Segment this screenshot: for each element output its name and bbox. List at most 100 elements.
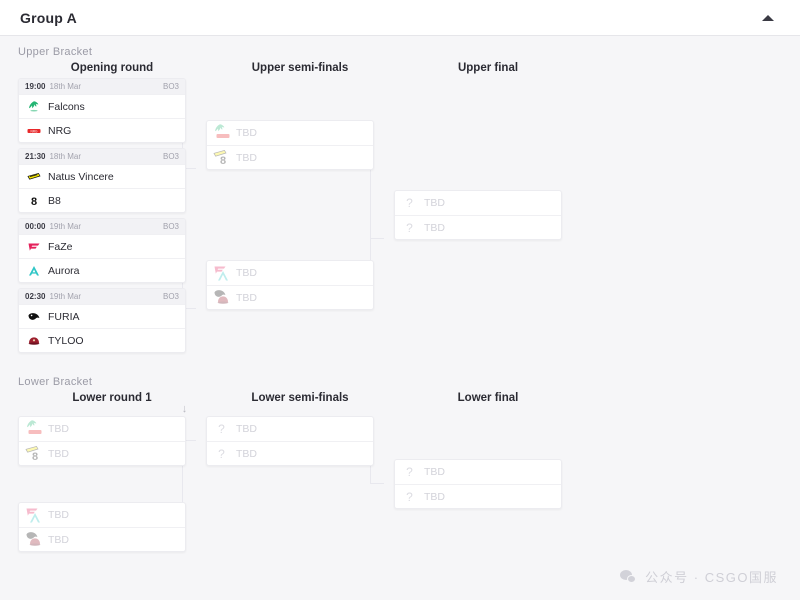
furia-logo — [26, 309, 41, 324]
team-row[interactable]: Falcons — [19, 94, 185, 118]
match-card[interactable]: TBD TBD — [18, 502, 186, 552]
match-card[interactable]: TBD 8 TBD — [18, 416, 186, 466]
question-mark-icon: ? — [406, 220, 413, 235]
lower-bracket-columns: ↓ ↓ ↓ ↓ ↓ — [0, 404, 800, 588]
match-card[interactable]: ? TBD ? TBD — [394, 190, 562, 240]
connector — [370, 238, 384, 239]
round-header-opening: Opening round — [70, 62, 154, 74]
match-card[interactable]: 02:30 19th Mar BO3 FURIA TYLOO — [18, 288, 186, 353]
team-row[interactable]: TBD — [207, 285, 373, 309]
match-time: 19:00 — [25, 82, 46, 91]
team-row[interactable]: ? TBD — [395, 460, 561, 484]
team-row[interactable]: Aurora — [19, 258, 185, 282]
drop-in-arrow-icon: ↓ — [0, 404, 1, 415]
svg-text:8: 8 — [30, 196, 36, 208]
match-meta: 00:00 19th Mar BO3 — [19, 219, 185, 234]
round-header-upper-final: Upper final — [457, 62, 519, 74]
team-row[interactable]: ? TBD — [395, 215, 561, 239]
connector — [182, 440, 183, 526]
column-lower-round1: TBD 8 TBD — [18, 408, 206, 588]
connector — [182, 308, 196, 309]
collapse-toggle-button[interactable] — [758, 8, 778, 28]
team-name: TBD — [236, 127, 257, 139]
team-name: TYLOO — [48, 334, 84, 347]
match-time: 02:30 — [25, 292, 46, 301]
team-name: TBD — [236, 447, 257, 460]
connector — [182, 440, 196, 441]
match-date: 19th Mar — [49, 222, 82, 231]
team-name: TBD — [424, 466, 445, 478]
team-name: TBD — [424, 197, 445, 209]
round-header-lower-semis: Lower semi-finals — [251, 392, 349, 404]
watermark: 公众号 · CSGO国服 — [620, 567, 778, 586]
falcons-logo — [26, 99, 41, 114]
furia-tyloo-placeholder — [214, 290, 229, 305]
aurora-logo — [26, 263, 41, 278]
team-row[interactable]: ? TBD — [207, 441, 373, 465]
match-format: BO3 — [162, 292, 179, 301]
team-row[interactable]: TBD — [207, 121, 373, 145]
team-row[interactable]: TYLOO — [19, 328, 185, 352]
team-row[interactable]: TBD — [19, 503, 185, 527]
question-mark-icon: ? — [218, 446, 225, 461]
column-opening-round: 19:00 18th Mar BO3 Falcons NRG NRG — [18, 78, 206, 366]
match-meta: 19:00 18th Mar BO3 — [19, 79, 185, 94]
nrg-logo: NRG — [26, 123, 41, 138]
faze-aurora-placeholder — [214, 266, 229, 281]
column-upper-semifinals: TBD 8 TBD — [206, 78, 394, 366]
tyloo-logo — [26, 333, 41, 348]
team-row[interactable]: 8 B8 — [19, 188, 185, 212]
svg-text:8: 8 — [220, 155, 226, 167]
group-header: Group A — [0, 0, 800, 36]
match-format: BO3 — [162, 82, 179, 91]
match-card[interactable]: 19:00 18th Mar BO3 Falcons NRG NRG — [18, 78, 186, 143]
team-name: TBD — [48, 509, 69, 521]
team-row[interactable]: ? TBD — [207, 417, 373, 441]
team-row[interactable]: ? TBD — [395, 484, 561, 508]
team-row[interactable]: TBD — [19, 527, 185, 551]
team-name: TBD — [48, 423, 69, 435]
team-row[interactable]: 8 TBD — [19, 441, 185, 465]
column-lower-final: ? TBD ? TBD — [394, 408, 582, 588]
team-row[interactable]: 8 TBD — [207, 145, 373, 169]
match-card[interactable]: 21:30 18th Mar BO3 Natus Vincere 8 B8 — [18, 148, 186, 213]
match-date: 18th Mar — [49, 152, 82, 161]
furia-tyloo-placeholder — [26, 532, 41, 547]
lower-bracket-label: Lower Bracket — [18, 376, 93, 388]
team-row[interactable]: ? TBD — [395, 191, 561, 215]
team-name: TBD — [48, 533, 69, 546]
team-name: FURIA — [48, 310, 80, 323]
drop-in-arrow-icon: ↓ — [0, 467, 1, 478]
b8-logo: 8 — [26, 193, 41, 208]
faze-aurora-placeholder — [26, 508, 41, 523]
question-mark-icon: ? — [406, 465, 413, 479]
question-mark-icon: ? — [406, 196, 413, 210]
team-row[interactable]: FURIA — [19, 304, 185, 328]
match-card[interactable]: 00:00 19th Mar BO3 FaZe Aurora — [18, 218, 186, 283]
question-mark-icon: ? — [406, 489, 413, 504]
match-format: BO3 — [162, 152, 179, 161]
match-card[interactable]: TBD TBD — [206, 260, 374, 310]
column-lower-semifinals: ? TBD ? TBD — [206, 408, 394, 588]
team-row[interactable]: TBD — [207, 261, 373, 285]
team-name: TBD — [236, 151, 257, 164]
team-name: TBD — [236, 291, 257, 304]
match-card[interactable]: TBD 8 TBD — [206, 120, 374, 170]
team-name: TBD — [424, 221, 445, 234]
match-date: 19th Mar — [49, 292, 82, 301]
team-name: TBD — [236, 267, 257, 279]
team-name: Falcons — [48, 100, 85, 113]
team-row[interactable]: FaZe — [19, 234, 185, 258]
team-row[interactable]: TBD — [19, 417, 185, 441]
team-row[interactable]: Natus Vincere — [19, 164, 185, 188]
svg-text:NRG: NRG — [30, 129, 38, 133]
wechat-icon — [620, 569, 637, 584]
team-name: TBD — [236, 423, 257, 435]
bracket-body: Upper Bracket Opening round Upper semi-f… — [0, 36, 800, 588]
team-row[interactable]: NRG NRG — [19, 118, 185, 142]
team-name: TBD — [424, 490, 445, 503]
match-time: 00:00 — [25, 222, 46, 231]
match-card[interactable]: ? TBD ? TBD — [394, 459, 562, 509]
match-card[interactable]: ? TBD ? TBD — [206, 416, 374, 466]
navi-b8-placeholder: 8 — [213, 149, 229, 167]
